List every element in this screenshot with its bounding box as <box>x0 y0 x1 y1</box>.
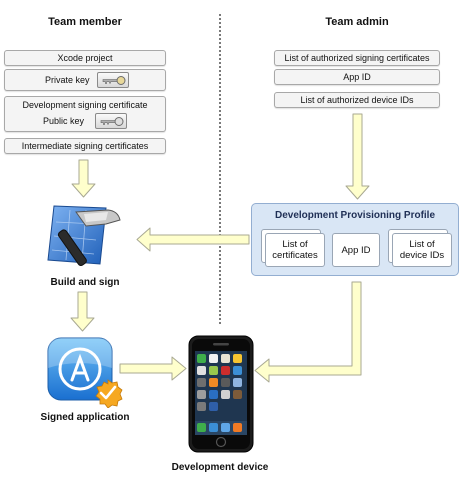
profile-app-id-card: App ID <box>332 233 380 267</box>
checkmark-badge-icon <box>95 379 123 408</box>
arrow-to-build <box>71 159 96 198</box>
profile-app-id-label: App ID <box>341 244 371 256</box>
team-admin-header: Team admin <box>325 16 389 28</box>
xcode-project-label: Xcode project <box>57 53 113 63</box>
signed-application-label: Signed application <box>40 412 130 423</box>
xcode-hammer-icon <box>47 205 121 266</box>
key-icon <box>97 72 129 88</box>
signing-certificates-label: List of authorized signing certificates <box>284 53 430 63</box>
arrow-profile-to-device <box>254 281 362 383</box>
build-and-sign-label: Build and sign <box>50 277 120 288</box>
profile-title: Development Provisioning Profile <box>274 210 436 221</box>
key-icon <box>95 113 127 129</box>
intermediate-certificates-label: Intermediate signing certificates <box>21 141 149 151</box>
app-store-icon <box>47 337 123 408</box>
development-device-label: Development device <box>171 462 269 473</box>
dev-certificate-box: Development signing certificate Public k… <box>4 96 166 132</box>
column-divider <box>219 14 221 324</box>
team-member-header: Team member <box>48 16 122 28</box>
private-key-label: Private key <box>45 75 90 85</box>
arrow-to-profile <box>345 113 370 200</box>
dev-certificate-label: Development signing certificate <box>22 100 148 110</box>
private-key-box: Private key <box>4 69 166 91</box>
device-ids-line1: List of <box>409 239 435 250</box>
certificates-card: List of certificates <box>265 233 325 267</box>
arrow-to-signed-app <box>70 291 95 332</box>
intermediate-certificates-box: Intermediate signing certificates <box>4 138 166 154</box>
certificates-line1: List of <box>282 239 308 250</box>
iphone-icon <box>188 335 254 453</box>
admin-app-id-box: App ID <box>274 69 440 85</box>
admin-app-id-label: App ID <box>343 72 371 82</box>
signing-certificates-box: List of authorized signing certificates <box>274 50 440 66</box>
provisioning-profile: Development Provisioning Profile List of… <box>251 203 459 276</box>
device-ids-label: List of authorized device IDs <box>300 95 414 105</box>
arrow-profile-to-build <box>136 227 250 252</box>
device-ids-box: List of authorized device IDs <box>274 92 440 108</box>
public-key-label: Public key <box>43 116 85 126</box>
device-ids-line2: device IDs <box>399 250 445 261</box>
device-ids-card: List of device IDs <box>392 233 452 267</box>
xcode-project-box: Xcode project <box>4 50 166 66</box>
arrow-app-to-device <box>119 356 187 381</box>
certificates-line2: certificates <box>272 250 318 261</box>
